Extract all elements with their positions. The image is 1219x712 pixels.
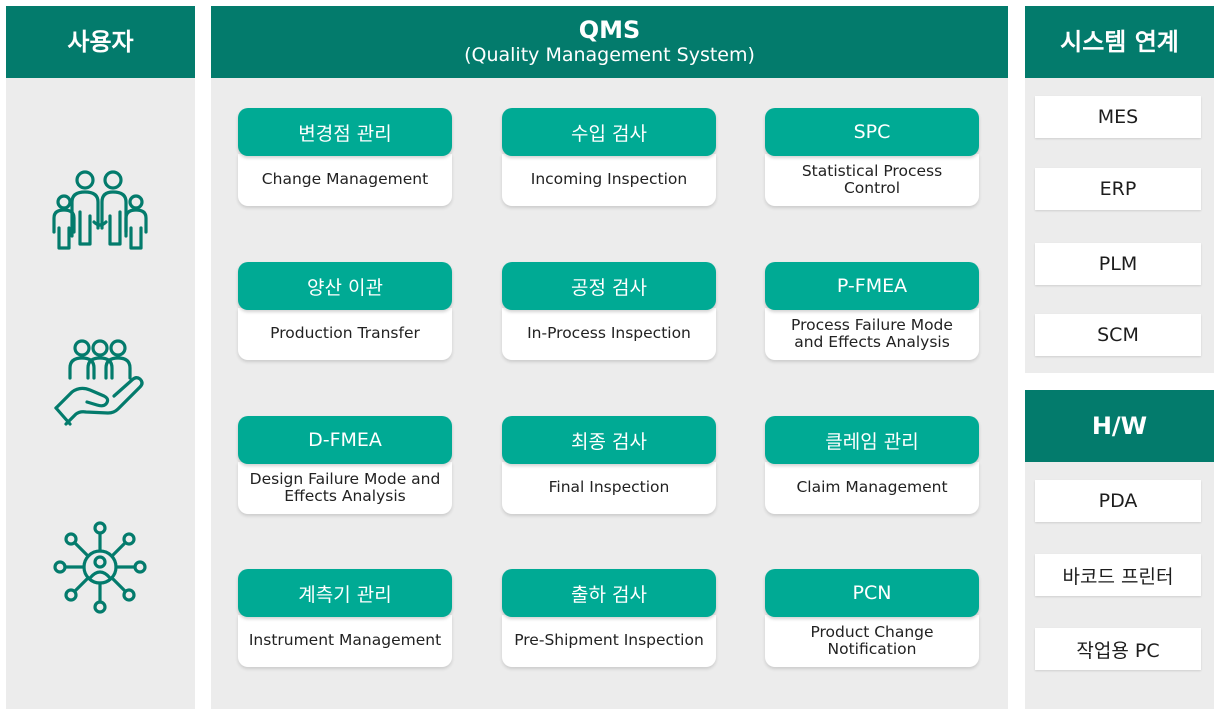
module-title: 클레임 관리 [765,416,979,464]
module-incoming-inspection[interactable]: 수입 검사 Incoming Inspection [502,108,716,214]
user-network-icon [50,519,150,615]
hw-item-work-pc[interactable]: 작업용 PC [1035,628,1201,670]
systems-header-label: 시스템 연계 [1060,27,1179,56]
system-integration-panel: 시스템 연계 MES ERP PLM SCM [1025,6,1214,373]
module-title: SPC [765,108,979,156]
qms-subtitle: (Quality Management System) [464,43,755,66]
module-title: PCN [765,569,979,617]
module-desc: Instrument Management [238,615,452,667]
qms-header: QMS (Quality Management System) [211,6,1008,78]
hw-item-pda[interactable]: PDA [1035,480,1201,522]
module-pcn[interactable]: PCN Product Change Notification [765,569,979,675]
module-spc[interactable]: SPC Statistical Process Control [765,108,979,214]
system-item-erp[interactable]: ERP [1035,168,1201,210]
module-desc: Change Management [238,154,452,206]
module-title: 계측기 관리 [238,569,452,617]
module-desc: Pre-Shipment Inspection [502,615,716,667]
systems-header: 시스템 연계 [1025,6,1214,78]
module-title: 수입 검사 [502,108,716,156]
qms-title: QMS [578,16,641,45]
system-item-mes[interactable]: MES [1035,96,1201,138]
module-title: 공정 검사 [502,262,716,310]
hw-header: H/W [1025,390,1214,462]
people-in-hand-icon [50,338,150,434]
module-pre-shipment-inspection[interactable]: 출하 검사 Pre-Shipment Inspection [502,569,716,675]
family-group-icon [50,166,150,262]
module-title: D-FMEA [238,416,452,464]
module-title: 양산 이관 [238,262,452,310]
system-item-plm[interactable]: PLM [1035,243,1201,285]
users-header: 사용자 [6,6,195,78]
qms-panel: QMS (Quality Management System) 변경점 관리 C… [211,6,1008,709]
module-instrument-management[interactable]: 계측기 관리 Instrument Management [238,569,452,675]
module-in-process-inspection[interactable]: 공정 검사 In-Process Inspection [502,262,716,368]
module-desc: Design Failure Mode and Effects Analysis [238,462,452,514]
module-p-fmea[interactable]: P-FMEA Process Failure Mode and Effects … [765,262,979,368]
users-header-label: 사용자 [67,27,134,56]
module-desc: Claim Management [765,462,979,514]
module-title: 출하 검사 [502,569,716,617]
module-desc: Product Change Notification [765,615,979,667]
module-desc: Incoming Inspection [502,154,716,206]
module-desc: Statistical Process Control [765,154,979,206]
module-title: 최종 검사 [502,416,716,464]
hw-item-barcode-printer[interactable]: 바코드 프린터 [1035,554,1201,596]
module-claim-management[interactable]: 클레임 관리 Claim Management [765,416,979,522]
hw-header-label: H/W [1091,411,1148,440]
module-desc: Process Failure Mode and Effects Analysi… [765,308,979,360]
module-d-fmea[interactable]: D-FMEA Design Failure Mode and Effects A… [238,416,452,522]
module-title: 변경점 관리 [238,108,452,156]
module-production-transfer[interactable]: 양산 이관 Production Transfer [238,262,452,368]
module-title: P-FMEA [765,262,979,310]
hardware-panel: H/W PDA 바코드 프린터 작업용 PC [1025,390,1214,709]
module-desc: In-Process Inspection [502,308,716,360]
module-desc: Production Transfer [238,308,452,360]
module-change-management[interactable]: 변경점 관리 Change Management [238,108,452,214]
users-panel: 사용자 [6,6,195,709]
module-final-inspection[interactable]: 최종 검사 Final Inspection [502,416,716,522]
system-item-scm[interactable]: SCM [1035,314,1201,356]
module-desc: Final Inspection [502,462,716,514]
